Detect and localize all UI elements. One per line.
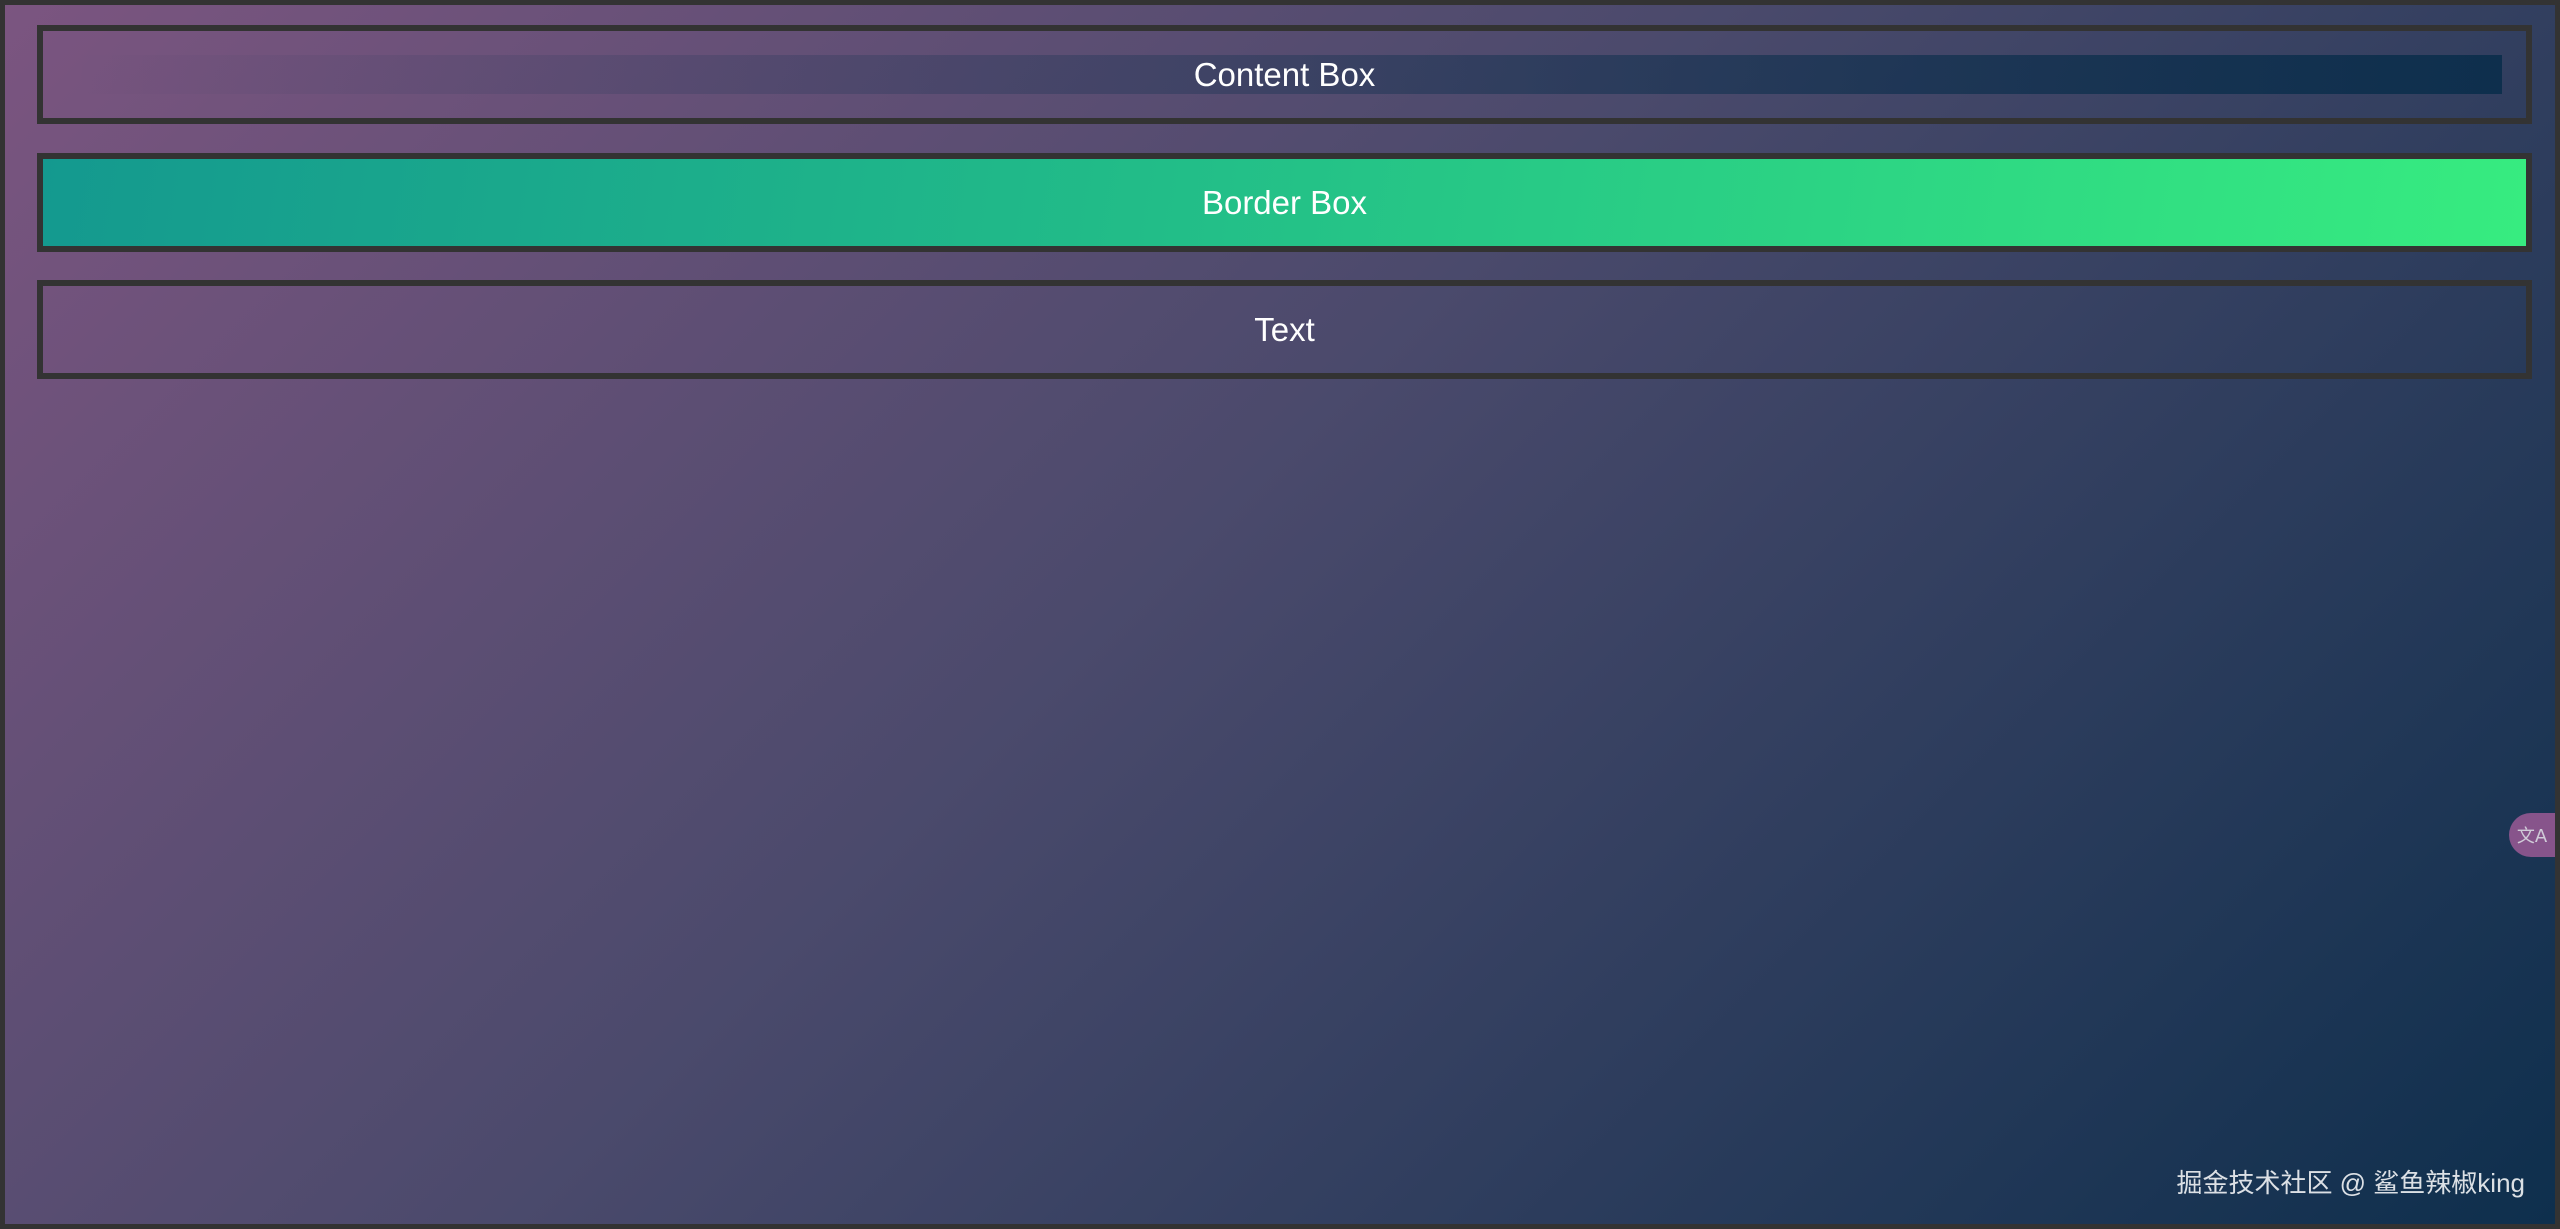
translate-icon[interactable]: 文A [2509,813,2555,857]
text-box-demo: Text [37,280,2532,379]
border-box-demo: Border Box [37,153,2532,252]
watermark: 掘金技术社区 @ 鲨鱼辣椒king [2176,1168,2525,1198]
content-box-label: Content Box [1193,55,1376,93]
border-box-label: Border Box [1201,183,1368,221]
content-area-fill [67,55,2502,94]
text-box-label: Text [1254,310,1315,348]
content-box-demo: Content Box [37,25,2532,124]
translate-glyph: 文A [2516,826,2548,847]
